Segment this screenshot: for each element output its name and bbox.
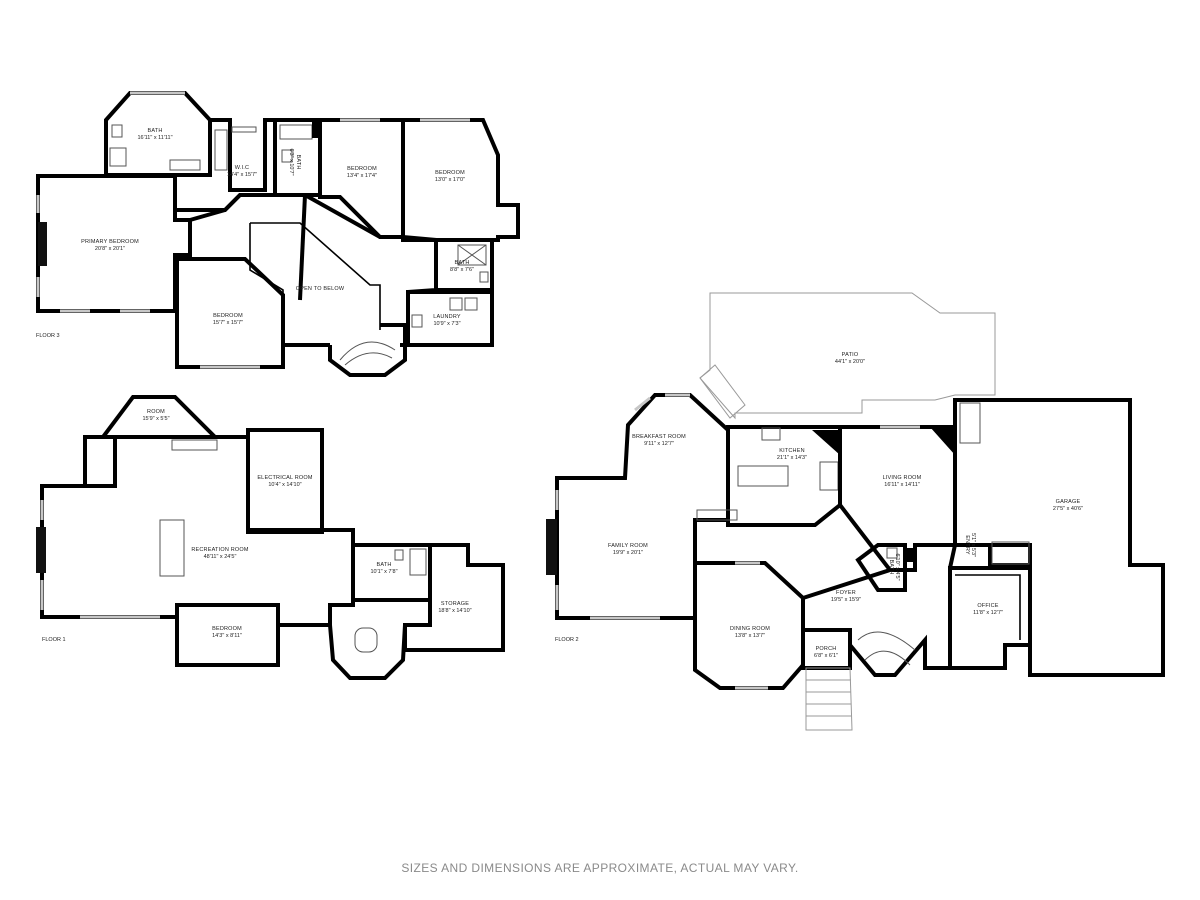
room-dims: 6'3" x 10'7" [288, 148, 294, 175]
room-dims: 19'5" x 15'9" [831, 597, 861, 603]
office-walls [948, 566, 1032, 670]
room-name: BEDROOM [212, 626, 242, 632]
room-dims: 20'8" x 20'1" [95, 246, 125, 252]
room-dims: 14'3" x 8'11" [212, 633, 242, 639]
bedroom-3c-walls [175, 257, 285, 369]
room-name: BATH [376, 562, 391, 568]
floor-2-label: FLOOR 2 [555, 637, 579, 643]
room-name: FOYER [836, 590, 856, 596]
room-name: OPEN TO BELOW [296, 286, 345, 292]
room-name: PATIO [842, 352, 859, 358]
room-name: LIVING ROOM [883, 475, 922, 481]
room-dims: 44'1" x 20'0" [835, 359, 865, 365]
patio-outline [699, 292, 996, 420]
room-name: ROOM [147, 409, 165, 415]
bedroom-1-walls [175, 603, 280, 667]
room-dims: 5'1" x 5'3" [970, 533, 976, 557]
room-name: ELECTRICAL ROOM [257, 475, 313, 481]
room-name: ENTRY [964, 535, 970, 555]
room-name: STORAGE [441, 601, 469, 607]
stair-bay-3 [328, 323, 407, 377]
hallway-walls [189, 193, 438, 347]
powder-bath-walls [855, 543, 907, 592]
room-name: BATH [888, 559, 894, 574]
fireplace [546, 519, 557, 575]
room-name: PRIMARY BEDROOM [81, 239, 139, 245]
room-dims: 13'8" x 13'7" [735, 633, 765, 639]
floor-3-plan: FLOOR 3 BATH 16'11" x 11'11" W.I.C 14'4"… [36, 91, 520, 377]
room-dims: 14'4" x 15'7" [227, 172, 257, 178]
room-name: BEDROOM [347, 166, 377, 172]
room-name: BEDROOM [435, 170, 465, 176]
room-dims: 6'10" x 4'5" [894, 553, 900, 580]
room-name: BATH [147, 128, 162, 134]
disclaimer-text: SIZES AND DIMENSIONS ARE APPROXIMATE, AC… [401, 861, 799, 875]
room-dims: 15'7" x 15'7" [213, 320, 243, 326]
dining-room-walls [693, 561, 805, 690]
room-name: BREAKFAST ROOM [632, 434, 686, 440]
room-dims: 15'9" x 5'5" [142, 416, 169, 422]
fireplace [38, 222, 47, 266]
room-dims: 9'11" x 12'7" [644, 441, 674, 447]
room-dims: 6'8" x 6'1" [814, 653, 838, 659]
room-name: LAUNDRY [433, 314, 461, 320]
room-name: BATH [454, 260, 469, 266]
floor-1-plan: FLOOR 1 ROOM 15'9" x 5'5" ELECTRICAL ROO… [36, 395, 505, 680]
room-name: GARAGE [1056, 499, 1081, 505]
room-dims: 19'9" x 20'1" [613, 550, 643, 556]
family-breakfast-walls [555, 393, 730, 620]
room-dims: 8'8" x 7'6" [450, 267, 474, 273]
room-dims: 18'8" x 14'10" [438, 608, 471, 614]
room-dims: 48'11" x 24'5" [204, 554, 237, 560]
room-name: DINING ROOM [730, 626, 770, 632]
room-dims: 16'11" x 14'11" [884, 482, 920, 488]
room-dims: 10'1" x 7'8" [370, 569, 397, 575]
room-name: PORCH [816, 646, 837, 652]
electrical-room-walls [246, 428, 324, 534]
entry-walls [955, 543, 1032, 567]
room-name: OFFICE [977, 603, 998, 609]
storage-walls [403, 543, 505, 652]
room-dims: 11'8" x 12'7" [973, 610, 1003, 616]
floor-1-label: FLOOR 1 [42, 637, 66, 643]
room-dims: 21'1" x 14'3" [777, 455, 807, 461]
floor-2-plan: FLOOR 2 PATIO 44'1" x 20'0" BREAKFAST RO… [546, 292, 1165, 731]
floor-3-label: FLOOR 3 [36, 333, 60, 339]
garage-walls [953, 398, 1165, 677]
porch-steps [805, 667, 853, 731]
room-name: BEDROOM [213, 313, 243, 319]
room-dims: 10'9" x 7'3" [433, 321, 460, 327]
room-dims: 10'4" x 14'10" [268, 482, 301, 488]
stair-bay-1 [328, 624, 407, 680]
kitchen-walls [726, 425, 842, 527]
fireplace [36, 527, 46, 573]
room-dims: 16'11" x 11'11" [137, 135, 172, 141]
room-name: W.I.C [235, 165, 249, 171]
room-name: RECREATION ROOM [191, 547, 249, 553]
room-name: BATH [295, 154, 301, 169]
room-name: KITCHEN [779, 448, 805, 454]
room-name: FAMILY ROOM [608, 543, 648, 549]
room-dims: 13'4" x 17'4" [347, 173, 377, 179]
room-dims: 13'0" x 17'0" [435, 177, 465, 183]
room-dims: 27'5" x 40'6" [1053, 506, 1083, 512]
